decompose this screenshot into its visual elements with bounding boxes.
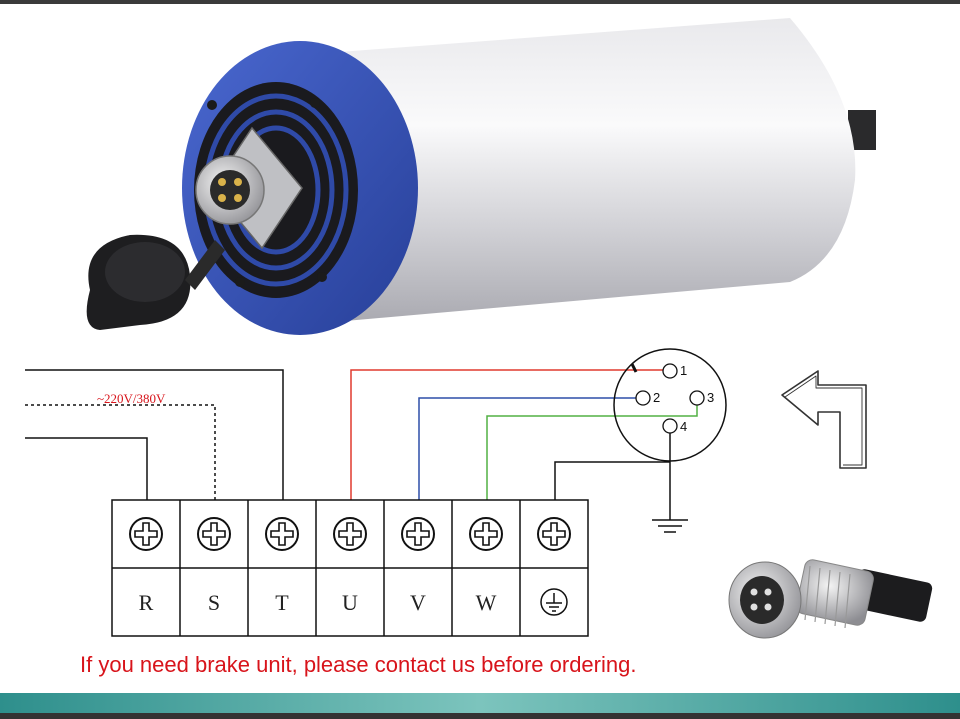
brake-unit-notice: If you need brake unit, please contact u… (80, 652, 637, 677)
terminal-label-t: T (275, 590, 289, 615)
screw-icon (129, 517, 163, 551)
voltage-label: ~220V/380V (97, 391, 166, 406)
screw-icon (537, 517, 571, 551)
supply-wires (25, 369, 284, 500)
connector-pinout: 1 2 3 4 (613, 348, 727, 533)
earth-ground-icon (540, 588, 568, 616)
wire-s (25, 404, 216, 500)
terminal-label-u: U (342, 590, 358, 615)
screw-icon (469, 517, 503, 551)
screw-icon (401, 517, 435, 551)
wire-v (418, 397, 637, 500)
motor-wires (350, 369, 698, 500)
wire-r (25, 437, 148, 500)
footer-edge (0, 713, 960, 719)
pin-label-3: 3 (707, 390, 714, 405)
wire-pe (554, 461, 670, 500)
terminal-label-r: R (139, 590, 154, 615)
ground-symbol (652, 519, 688, 533)
terminal-block: R S T U V W (111, 499, 589, 637)
screw-icon (333, 517, 367, 551)
aviation-plug-image (728, 559, 933, 639)
wire-u (350, 369, 663, 500)
wire-t (25, 369, 284, 500)
screw-icon (197, 517, 231, 551)
screw-icon (265, 517, 299, 551)
arrow-icon (781, 370, 867, 469)
pin-label-2: 2 (653, 390, 660, 405)
wire-w (486, 404, 698, 500)
pin-label-1: 1 (680, 363, 687, 378)
spindle-motor-image (86, 18, 876, 335)
terminal-label-s: S (208, 590, 220, 615)
top-border (0, 0, 960, 4)
terminal-label-w: W (476, 590, 497, 615)
pin-label-4: 4 (680, 419, 687, 434)
terminal-label-v: V (410, 590, 426, 615)
